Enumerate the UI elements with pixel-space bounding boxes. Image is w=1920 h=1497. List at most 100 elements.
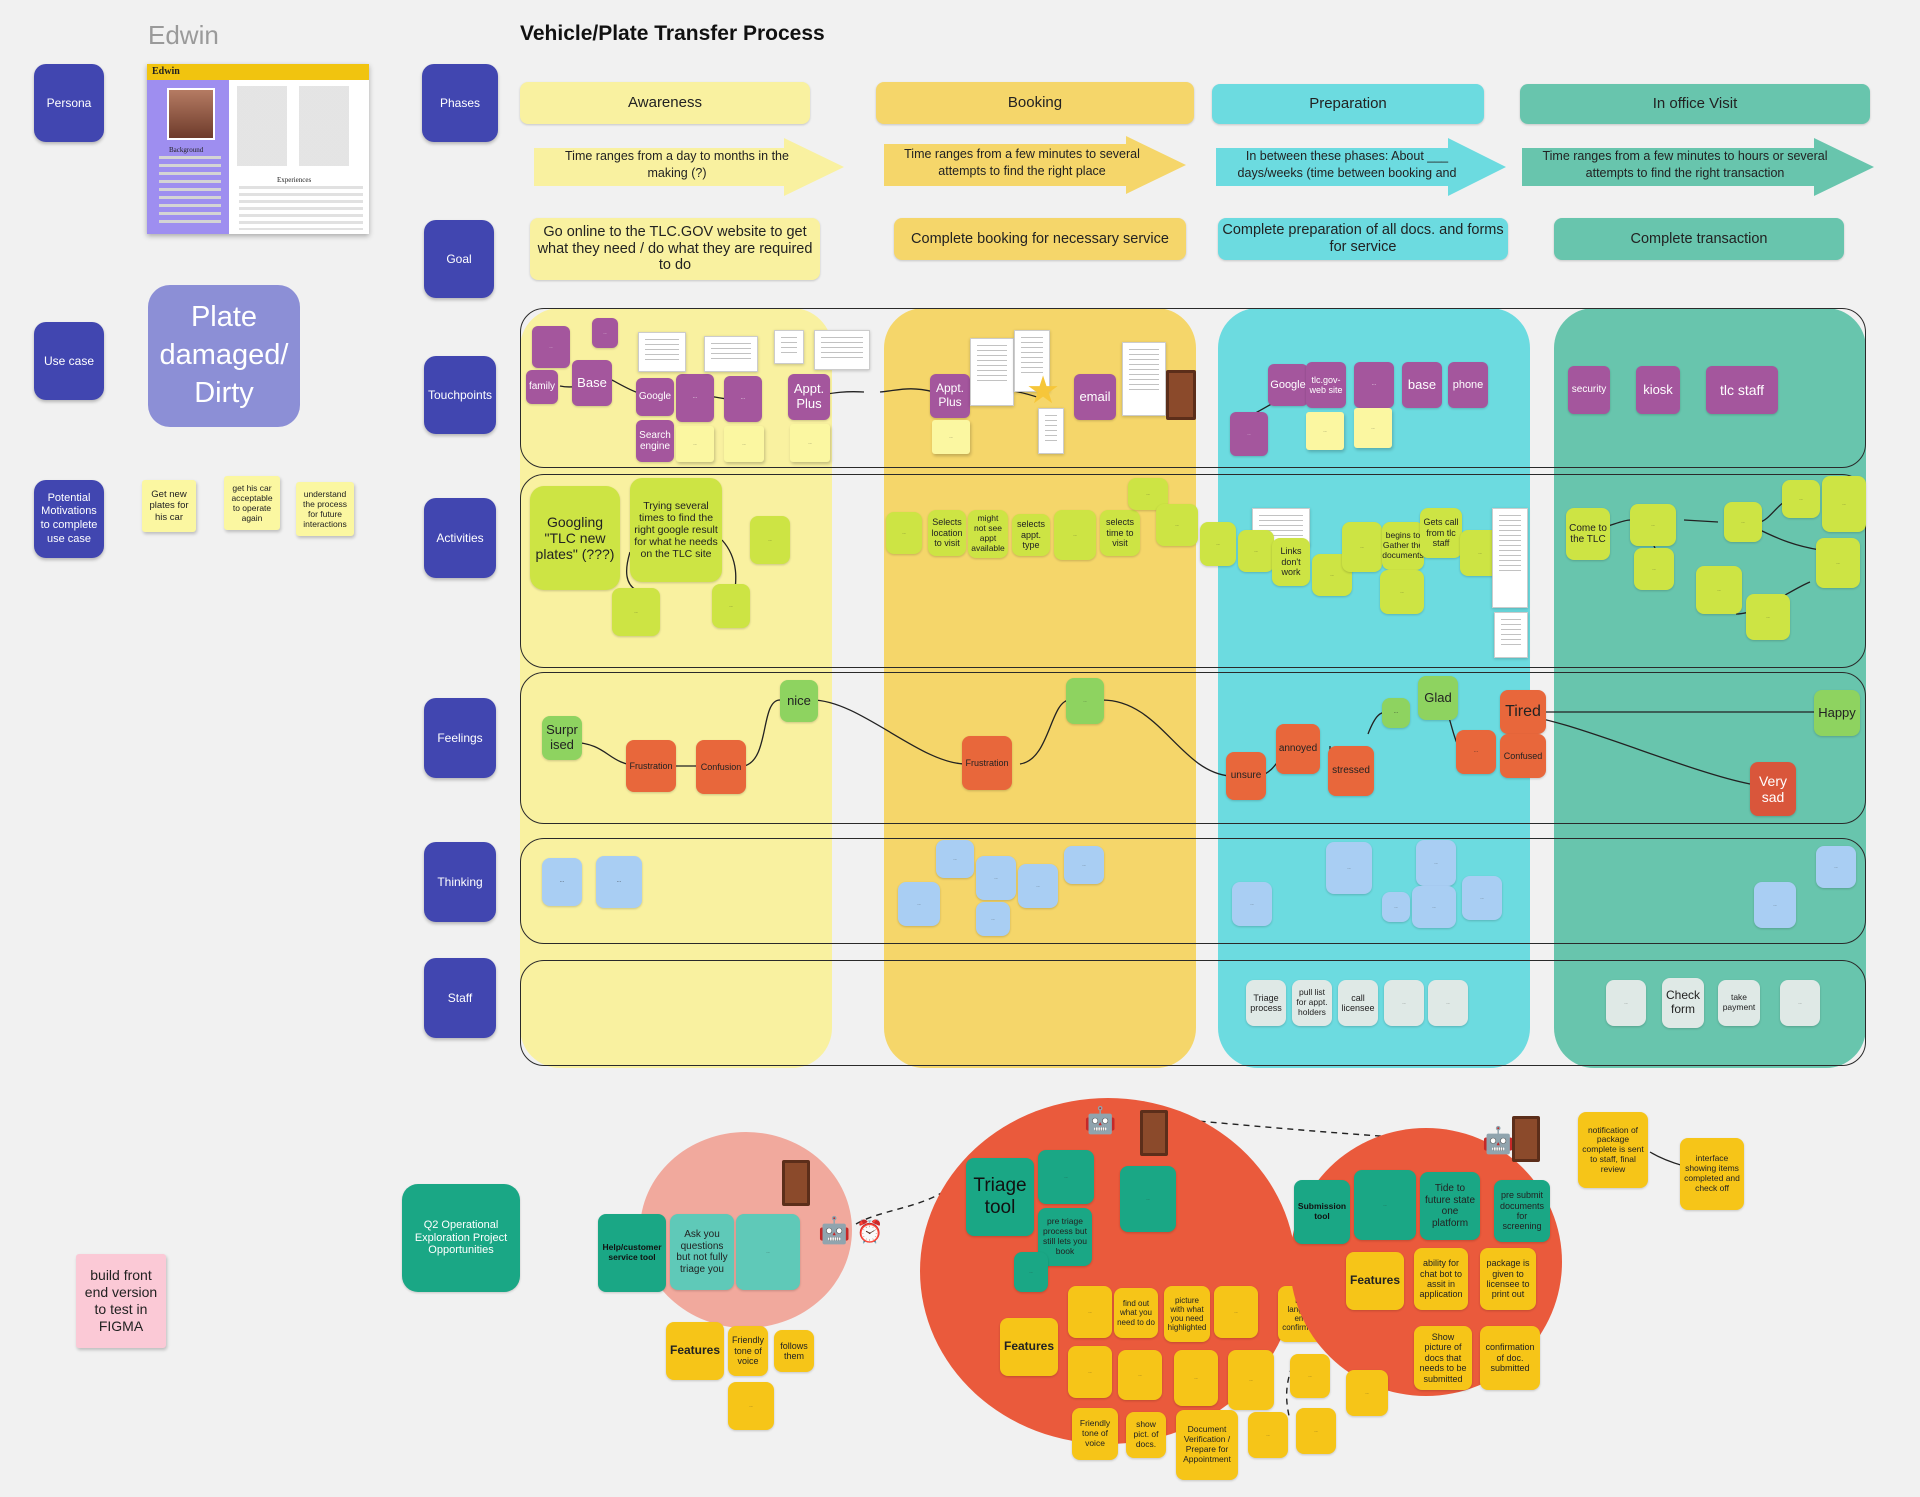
touchpoints-tag[interactable]: Touchpoints bbox=[424, 356, 496, 434]
phase-in-office[interactable]: In office Visit bbox=[1520, 84, 1870, 124]
touchpoint-licensing[interactable]: ... bbox=[724, 376, 762, 422]
submission-features[interactable]: Features bbox=[1346, 1252, 1404, 1310]
touchpoint-base-1[interactable]: Base bbox=[572, 360, 612, 406]
triage-features[interactable]: Features bbox=[1000, 1318, 1058, 1376]
activity-googling[interactable]: Googling "TLC new plates" (???) bbox=[530, 486, 620, 590]
touchpoint-google-2[interactable]: Google bbox=[1268, 364, 1308, 406]
opportunity-notification[interactable]: notification of package complete is sent… bbox=[1578, 1112, 1648, 1188]
feeling-nice[interactable]: nice bbox=[780, 680, 818, 722]
touchpoint-google-1[interactable]: Google bbox=[636, 378, 674, 416]
help-tool-label[interactable]: Help/customer service tool bbox=[598, 1214, 666, 1292]
feeling-frustration-1[interactable]: Frustration bbox=[626, 740, 676, 792]
touchpoint-security[interactable]: security bbox=[1568, 366, 1610, 414]
touchpoint-tlc-website[interactable]: ... bbox=[676, 374, 714, 422]
goal-tag[interactable]: Goal bbox=[424, 220, 494, 298]
staff-triage[interactable]: Triage process bbox=[1246, 980, 1286, 1026]
touchpoint-appt-plus-1[interactable]: Appt. Plus bbox=[788, 374, 830, 420]
feeling-glad[interactable]: Glad bbox=[1418, 676, 1458, 720]
activities-tag[interactable]: Activities bbox=[424, 498, 496, 578]
figma-note[interactable]: build front end version to test in FIGMA bbox=[76, 1254, 166, 1348]
feelings-tag[interactable]: Feelings bbox=[424, 698, 496, 778]
triage-show-pict[interactable]: show pict. of docs. bbox=[1126, 1412, 1166, 1458]
activity-selects-appt[interactable]: selects appt. type bbox=[1012, 514, 1050, 556]
staff-check-form[interactable]: Check form bbox=[1662, 978, 1704, 1028]
staff-pull-list[interactable]: pull list for appt. holders bbox=[1292, 980, 1332, 1026]
opportunity-interface[interactable]: interface showing items completed and ch… bbox=[1680, 1138, 1744, 1210]
touchpoint-tlc-staff[interactable]: tlc staff bbox=[1706, 366, 1778, 414]
activity-trying[interactable]: Trying several times to find the right g… bbox=[630, 478, 722, 582]
help-ask-questions[interactable]: Ask you questions but not fully triage y… bbox=[670, 1214, 734, 1290]
feeling-frustration-2[interactable]: Frustration bbox=[962, 736, 1012, 790]
activity-links-dont-work[interactable]: Links don't work bbox=[1272, 538, 1310, 586]
help-note-2: ... bbox=[728, 1382, 774, 1430]
thinking-tag[interactable]: Thinking bbox=[424, 842, 496, 922]
persona-tag[interactable]: Persona bbox=[34, 64, 104, 142]
feeling-very-sad[interactable]: Very sad bbox=[1750, 762, 1796, 816]
help-follows-them[interactable]: follows them bbox=[774, 1330, 814, 1372]
submission-pre-submit[interactable]: pre submit documents for screening bbox=[1494, 1180, 1550, 1242]
touchpoint-tlc-website-2[interactable]: tlc.gov- web site bbox=[1306, 362, 1346, 408]
touchpoint-appt-plus-2[interactable]: Appt. Plus bbox=[930, 374, 970, 418]
feeling-confusion[interactable]: Confusion bbox=[696, 740, 746, 794]
feeling-surprised[interactable]: Surpr ised bbox=[542, 716, 582, 760]
screenshot-8 bbox=[1122, 342, 1166, 416]
triage-tool-label[interactable]: Triage tool bbox=[966, 1158, 1034, 1236]
feeling-confused[interactable]: Confused bbox=[1500, 734, 1546, 778]
submission-ability-chat[interactable]: ability for chat bot to assit in applica… bbox=[1414, 1248, 1468, 1310]
background-label: Background bbox=[169, 146, 204, 154]
submission-confirmation[interactable]: confirmation of doc. submitted bbox=[1480, 1326, 1540, 1390]
touchpoint-base-2[interactable]: base bbox=[1402, 362, 1442, 408]
thought-14: ... bbox=[1462, 876, 1502, 920]
motivations-tag[interactable]: Potential Motivations to complete use ca… bbox=[34, 480, 104, 558]
submission-tide-future[interactable]: Tide to future state one platform bbox=[1420, 1172, 1480, 1240]
triage-document-verification[interactable]: Document Verification / Prepare for Appo… bbox=[1176, 1410, 1238, 1480]
use-case-tag[interactable]: Use case bbox=[34, 322, 104, 400]
opportunities-tag[interactable]: Q2 Operational Exploration Project Oppor… bbox=[402, 1184, 520, 1292]
triage-find-out[interactable]: find out what you need to do bbox=[1114, 1288, 1158, 1338]
activity-selects-time[interactable]: selects time to visit bbox=[1100, 510, 1140, 556]
touchpoint-search-engine[interactable]: Search engine bbox=[636, 420, 674, 462]
feeling-annoyed[interactable]: annoyed bbox=[1276, 724, 1320, 774]
goal-in-office[interactable]: Complete transaction bbox=[1554, 218, 1844, 260]
activity-note-5: ... bbox=[1054, 510, 1096, 560]
help-features[interactable]: Features bbox=[666, 1322, 724, 1380]
activity-might-not[interactable]: might not see appt available bbox=[968, 510, 1008, 558]
touchpoint-kiosk[interactable]: kiosk bbox=[1636, 366, 1680, 414]
phase-awareness[interactable]: Awareness bbox=[520, 82, 810, 124]
touchpoint-family[interactable]: family bbox=[526, 370, 558, 404]
submission-tool-label[interactable]: Submission tool bbox=[1294, 1180, 1350, 1244]
activity-come-tlc[interactable]: Come to the TLC bbox=[1566, 508, 1610, 560]
activity-note-20: ... bbox=[1816, 538, 1860, 588]
thought-9: ... bbox=[1232, 882, 1272, 926]
feeling-stressed[interactable]: stressed bbox=[1328, 746, 1374, 796]
triage-friendly-tone[interactable]: Friendly tone of voice bbox=[1072, 1408, 1118, 1460]
use-case-card[interactable]: Plate damaged/ Dirty bbox=[148, 285, 300, 427]
motivation-note-3[interactable]: understand the process for future intera… bbox=[296, 482, 354, 536]
motivation-note-1[interactable]: Get new plates for his car bbox=[142, 480, 196, 532]
activity-selects-location[interactable]: Selects location to visit bbox=[928, 510, 966, 556]
phase-preparation[interactable]: Preparation bbox=[1212, 84, 1484, 124]
submission-show-picture[interactable]: Show picture of docs that needs to be su… bbox=[1414, 1326, 1472, 1390]
feeling-tired[interactable]: Tired bbox=[1500, 690, 1546, 734]
staff-take-payment[interactable]: take payment bbox=[1718, 980, 1760, 1026]
triage-picture-with[interactable]: picture with what you need highlighted bbox=[1164, 1286, 1210, 1342]
phases-tag[interactable]: Phases bbox=[422, 64, 498, 142]
triage-note-7: ... bbox=[1118, 1350, 1162, 1400]
motivation-note-2[interactable]: get his car acceptable to operate again bbox=[224, 476, 280, 530]
persona-card[interactable]: Edwin Background Experiences bbox=[147, 64, 369, 234]
touchpoint-tlc-website-3[interactable]: ... bbox=[1354, 362, 1394, 408]
feeling-happy[interactable]: Happy bbox=[1814, 690, 1860, 736]
staff-tag[interactable]: Staff bbox=[424, 958, 496, 1038]
goal-awareness[interactable]: Go online to the TLC.GOV website to get … bbox=[530, 218, 820, 280]
activity-gets-call[interactable]: Gets call from tlc staff bbox=[1420, 508, 1462, 558]
submission-package-given[interactable]: package is given to licensee to print ou… bbox=[1480, 1248, 1536, 1310]
goal-booking[interactable]: Complete booking for necessary service bbox=[894, 218, 1186, 260]
help-friendly-tone[interactable]: Friendly tone of voice bbox=[728, 1326, 768, 1376]
touchpoint-email[interactable]: email bbox=[1074, 374, 1116, 420]
staff-call-licensee[interactable]: call licensee bbox=[1338, 980, 1378, 1026]
phase-booking[interactable]: Booking bbox=[876, 82, 1194, 124]
touchpoint-phone[interactable]: phone bbox=[1448, 362, 1488, 408]
feeling-unsure[interactable]: unsure bbox=[1226, 752, 1266, 800]
activity-begins-gather[interactable]: begins to Gather the documents bbox=[1382, 522, 1424, 570]
goal-preparation[interactable]: Complete preparation of all docs. and fo… bbox=[1218, 218, 1508, 260]
